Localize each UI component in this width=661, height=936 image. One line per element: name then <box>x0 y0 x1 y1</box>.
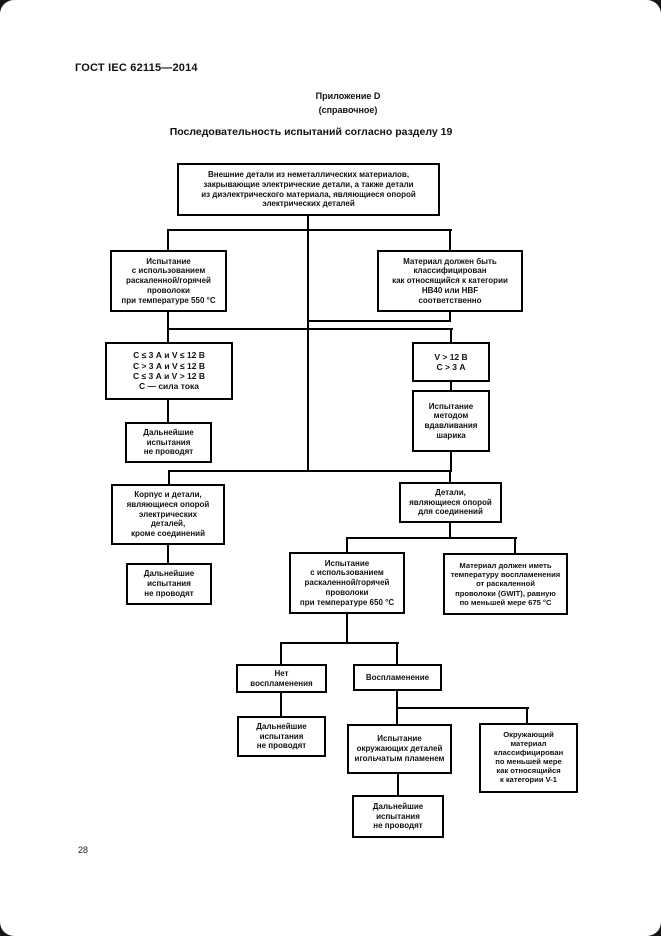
connector <box>449 230 451 250</box>
connector <box>514 538 516 553</box>
connector <box>307 230 309 471</box>
node-v12-c3: V > 12 В C > 3 А <box>412 342 490 382</box>
standard-number: ГОСТ IEC 62115—2014 <box>75 62 198 74</box>
connector <box>450 382 452 390</box>
node-glow-wire-550: Испытание с использованием раскаленной/г… <box>110 250 227 312</box>
annex-label: Приложение D <box>315 91 381 101</box>
connector <box>450 452 452 471</box>
connector <box>397 774 399 795</box>
node-no-further-tests-2: Дальнейшие испытания не проводят <box>126 563 212 605</box>
node-hb40-classification: Материал должен быть классифицирован как… <box>377 250 523 312</box>
connector <box>168 471 170 484</box>
page-title: Последовательность испытаний согласно ра… <box>169 126 453 138</box>
connector <box>280 642 399 644</box>
connector <box>167 229 452 231</box>
connector <box>449 312 451 321</box>
node-no-further-tests-4: Дальнейшие испытания не проводят <box>352 795 444 838</box>
connector <box>167 312 169 342</box>
connector <box>450 329 452 342</box>
node-needle-flame-test: Испытание окружающих деталей игольчатым … <box>347 724 452 774</box>
connector <box>167 400 169 422</box>
node-current-voltage-conditions: C ≤ 3 А и V ≤ 12 В C > 3 А и V ≤ 12 В C … <box>105 342 233 400</box>
node-ball-pressure-test: Испытание методом вдавливания шарика <box>412 390 490 452</box>
connector <box>168 470 452 472</box>
connector <box>307 216 309 230</box>
connector <box>449 471 451 482</box>
node-no-ignition: Нет воспламенения <box>236 664 327 693</box>
connector <box>396 707 529 709</box>
connector <box>280 643 282 664</box>
connector <box>167 328 453 330</box>
node-v1-classification: Окружающий материал классифицирован по м… <box>479 723 578 793</box>
node-gwit-675: Материал должен иметь температуру воспла… <box>443 553 568 615</box>
connector <box>346 538 348 552</box>
node-no-further-tests-3: Дальнейшие испытания не проводят <box>237 716 326 757</box>
node-glow-wire-650: Испытание с использованием раскаленной/г… <box>289 552 405 614</box>
connector <box>396 643 398 664</box>
node-ignition: Воспламенение <box>353 664 442 691</box>
connector <box>167 545 169 563</box>
connector <box>526 708 528 723</box>
node-external-parts: Внешние детали из неметаллических матери… <box>177 163 440 216</box>
connector <box>280 693 282 716</box>
node-enclosure-parts: Корпус и детали, являющиеся опорой элект… <box>111 484 225 545</box>
connector <box>167 230 169 250</box>
annex-heading: Приложение D (справочное) <box>248 90 448 117</box>
connector <box>307 320 451 322</box>
connector <box>346 537 517 539</box>
annex-note: (справочное) <box>318 104 378 115</box>
connector <box>449 523 451 538</box>
connector <box>346 614 348 643</box>
node-no-further-tests-1: Дальнейшие испытания не проводят <box>125 422 212 463</box>
node-parts-supporting-connections: Детали, являющиеся опорой для соединений <box>399 482 502 523</box>
page-number: 28 <box>78 845 89 855</box>
